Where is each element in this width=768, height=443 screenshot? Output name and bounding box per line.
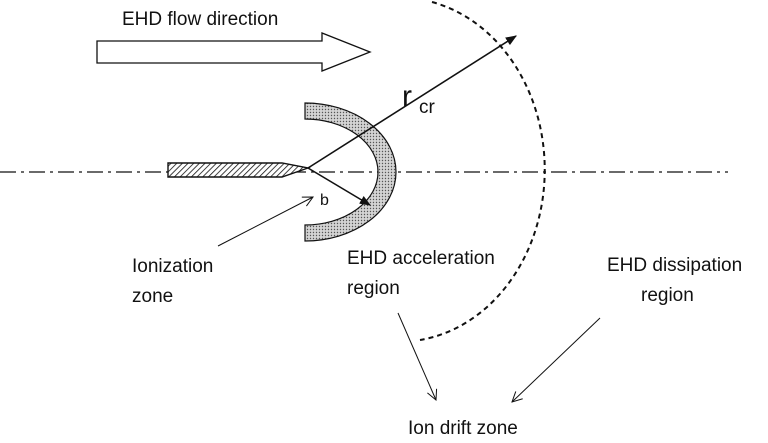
critical-radius-subscript: cr	[419, 97, 436, 118]
ion-drift-pointer-left	[397, 312, 436, 400]
flow-direction-arrow	[96, 32, 372, 72]
dissipation-label-line2: region	[641, 285, 694, 306]
critical-radius-arrow	[307, 35, 517, 169]
emitter-electrode	[167, 162, 311, 178]
critical-radius-symbol: r	[402, 80, 412, 113]
ion-drift-pointer-right	[512, 317, 601, 402]
inner-radius-label: b	[320, 192, 329, 209]
ionization-label-line1: Ionization	[132, 256, 213, 277]
dissipation-label-line1: EHD dissipation	[607, 255, 742, 276]
ionization-label-line2: zone	[132, 286, 173, 307]
inner-radius-arrow	[307, 167, 371, 206]
ionization-pointer	[217, 197, 313, 247]
acceleration-label-line2: region	[347, 278, 400, 299]
flow-direction-label: EHD flow direction	[122, 9, 278, 30]
acceleration-region-ring	[304, 102, 397, 242]
acceleration-label-line1: EHD acceleration	[347, 248, 495, 269]
ion-drift-label: Ion drift zone	[408, 418, 518, 439]
critical-radius-boundary	[419, 1, 546, 341]
